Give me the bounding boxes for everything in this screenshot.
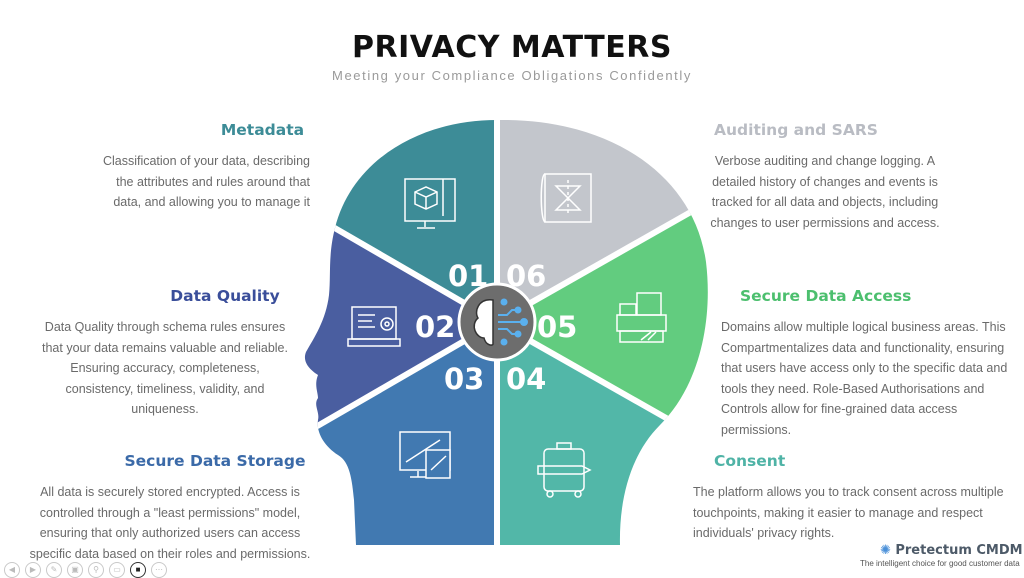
text-line: tracked for all data and objects, includ… [711,195,939,209]
secure-data-access-title: Secure Data Access [740,287,912,305]
secure-data-access-description: Domains allow multiple logical business … [721,317,1007,440]
consent-description: The platform allows you to track consent… [693,482,1004,544]
number-02: 02 [415,310,455,344]
text-line: that your data remains valuable and reli… [42,340,288,355]
brain-logo-icon: ✺ [880,542,891,557]
consent-title: Consent [714,452,786,470]
text-line: Classification of your data, describing [102,154,310,168]
number-05: 05 [537,310,577,344]
page-title: PRIVACY MATTERS [352,30,672,65]
text-line: Verbose auditing and change logging. A [714,154,936,168]
presentation-toolbar: ◀▶✎▣⚲▭■⋯ [4,559,172,578]
text-line: detailed history of changes and events i… [712,174,938,189]
text-line: specific data based on their roles and p… [29,546,311,561]
logo-name: Pretectum CMDM [895,543,1023,558]
text-line: Ensuring accuracy, completeness, [70,361,260,375]
brain-circuit-icon [457,282,537,362]
text-line: data, and allowing you to manage it [113,195,310,209]
text-line: permissions. [721,422,792,437]
segment-03 [304,322,497,545]
metadata-description: Classification of your data, describing t… [103,151,310,213]
text-line: controlled through a "least permissions"… [39,505,301,520]
suitcase-pencil-icon [537,442,592,498]
text-line: individuals' privacy rights. [693,526,835,540]
logo: ✺ Pretectum CMDM [880,541,1023,559]
text-line: ensuring that only authorized users can … [39,526,301,540]
segment-02 [304,150,497,494]
segment-06 [497,119,708,322]
segment-01 [304,119,497,322]
secure-data-storage-description: All data is securely stored encrypted. A… [25,482,315,564]
text-line: Compartmentalizes data and functionality… [721,340,1005,355]
secure-data-storage-title: Secure Data Storage [124,452,306,470]
page-subtitle: Meeting your Compliance Obligations Conf… [332,68,692,83]
text-line: Controls allow for fine-grained data acc… [721,402,958,416]
metadata-title: Metadata [220,121,305,139]
laptop-gear-icon [347,306,401,347]
text-line: changes to user permissions and access. [710,215,940,230]
text-line: that users have access only to the speci… [721,361,1008,375]
text-line: All data is securely stored encrypted. A… [40,485,300,499]
text-line: consistency, timeliness, validity, and [65,381,265,396]
boxes-icon [616,292,667,343]
blueprint-icon [540,173,592,223]
logo-tagline: The intelligent choice for good customer… [860,559,1020,568]
text-line: the attributes and rules around that [116,174,310,189]
text-line: Data Quality through schema rules ensure… [44,320,286,334]
text-line: Domains allow multiple logical business … [721,320,1006,334]
text-line: The platform allows you to track consent… [693,485,1004,499]
data-quality-description: Data Quality through schema rules ensure… [40,317,290,420]
segment-05 [497,150,708,494]
number-03: 03 [444,362,484,396]
data-quality-title: Data Quality [170,287,280,305]
devices-icon [399,431,451,479]
text-line: uniqueness. [131,402,199,416]
text-line: tools they need. Role-Based Authorisatio… [721,381,985,396]
auditing-title: Auditing and SARS [714,121,878,139]
monitor-cube-icon [404,178,456,229]
text-line: touchpoints, making it easier to manage … [693,505,983,520]
auditing-description: Verbose auditing and change logging. A de… [705,151,945,233]
number-04: 04 [506,362,546,396]
